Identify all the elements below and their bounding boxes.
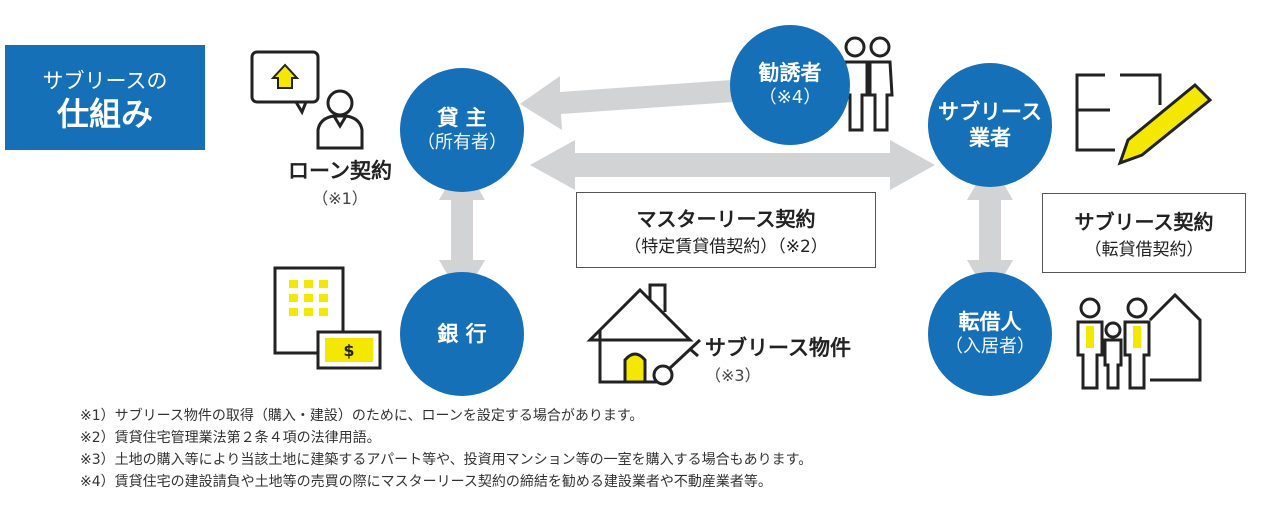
footnote-2: ※2）賃貸住宅管理業法第２条４項の法律用語。: [80, 430, 381, 446]
solicitor-people-icon: [843, 36, 894, 132]
company-label-2: 業者: [969, 126, 1011, 150]
node-solicitor: 勧誘者 （※4）: [730, 25, 850, 145]
subtenant-sublabel: （入居者）: [945, 336, 1035, 357]
sublease-contract-box: サブリース契約 （転貸借契約）: [1042, 193, 1246, 273]
master-lease-main: マスターリース契約: [636, 207, 816, 231]
diagram-title: サブリースの 仕組み: [5, 45, 205, 150]
house-key-icon: [586, 283, 702, 386]
owner-sublabel: （所有者）: [417, 132, 507, 153]
loan-main: ローン契約: [288, 159, 392, 183]
sublease-sub: （転貸借契約）: [1084, 240, 1204, 260]
loan-consult-icon: [250, 50, 364, 150]
property-label: サブリース物件 （※3）: [705, 332, 851, 386]
master-lease-box: マスターリース契約 （特定賃貸借契約）（※2）: [576, 192, 876, 268]
title-line2: 仕組み: [56, 95, 153, 133]
floorplan-pencil-icon: [1075, 73, 1213, 166]
footnotes: ※1）サブリース物件の取得（購入・建設）のために、ローンを設定する場合があります…: [80, 405, 812, 493]
owner-label: 貸 主: [437, 106, 487, 130]
node-bank: 銀 行: [400, 272, 524, 396]
footnote-3: ※3）土地の購入等により当該土地に建築するアパート等や、投資用マンション等の一室…: [80, 452, 813, 468]
node-sublease-company: サブリース 業者: [928, 63, 1052, 187]
subtenant-label: 転借人: [958, 310, 1022, 334]
building-money-icon: $: [273, 266, 382, 370]
title-line1: サブリースの: [42, 69, 168, 93]
property-main: サブリース物件: [705, 336, 851, 360]
company-label: サブリース: [938, 100, 1042, 124]
arrow-owner-sublease-double: [530, 140, 935, 190]
solicitor-label: 勧誘者: [758, 61, 822, 85]
arrow-solicitor-to-owner: [520, 76, 762, 130]
master-lease-sub: （特定賃貸借契約）（※2）: [624, 237, 828, 257]
node-owner: 貸 主 （所有者）: [400, 68, 524, 192]
loan-sub: （※1）: [312, 189, 368, 208]
footnote-4: ※4）賃貸住宅の建設請負や土地等の売買の際にマスターリース契約の締結を勧める建設…: [80, 474, 772, 490]
arrow-owner-bank-double: [439, 160, 485, 300]
svg-text:$: $: [343, 341, 354, 360]
sublease-main: サブリース契約: [1074, 210, 1214, 234]
footnote-1: ※1）サブリース物件の取得（購入・建設）のために、ローンを設定する場合があります…: [80, 408, 644, 424]
arrow-company-subtenant-double: [967, 160, 1013, 300]
family-house-icon: [1076, 292, 1202, 390]
node-subtenant: 転借人 （入居者）: [928, 272, 1052, 396]
loan-label: ローン契約 （※1）: [270, 155, 410, 209]
solicitor-sublabel: （※4）: [758, 87, 822, 108]
property-sub: （※3）: [705, 366, 761, 385]
bank-label: 銀 行: [437, 322, 487, 346]
